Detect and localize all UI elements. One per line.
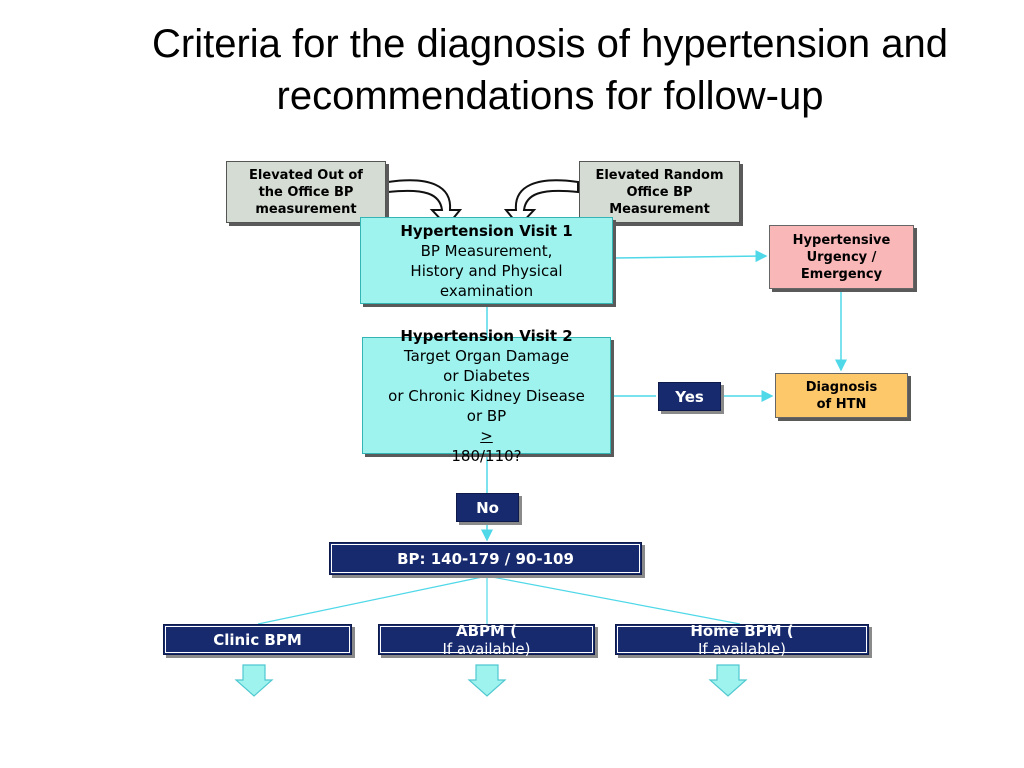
bp-range-text: BP: 140-179 / 90-109 bbox=[397, 549, 574, 568]
visit2-line-3: or Chronic Kidney Disease bbox=[388, 386, 585, 405]
title-line-2: recommendations for follow-up bbox=[276, 74, 824, 118]
slide-title: Criteria for the diagnosis of hypertensi… bbox=[60, 18, 1024, 122]
no-text: No bbox=[476, 498, 499, 517]
box-abpm: ABPM (If available) bbox=[378, 622, 595, 658]
box-hypertension-visit-1: Hypertension Visit 1 BP Measurement, His… bbox=[360, 217, 613, 304]
random-office-line-1: Elevated Random bbox=[595, 167, 724, 183]
out-office-line-1: Elevated Out of bbox=[249, 167, 363, 183]
yes-text: Yes bbox=[675, 387, 704, 406]
visit2-gte-symbol: > bbox=[480, 426, 493, 445]
clinic-bpm-text: Clinic BPM bbox=[213, 630, 302, 649]
visit1-line-1: BP Measurement, bbox=[420, 241, 553, 260]
no-label: No bbox=[456, 493, 519, 522]
connector-visit1-urgency bbox=[613, 250, 768, 263]
visit2-line-4: or BP >180/110? bbox=[451, 406, 521, 466]
title-line-1: Criteria for the diagnosis of hypertensi… bbox=[151, 22, 948, 66]
urgency-line-2: Urgency / bbox=[806, 249, 877, 265]
abpm-text: ABPM (If available) bbox=[442, 622, 530, 658]
connector-bp-home bbox=[486, 575, 741, 625]
box-home-bpm: Home BPM (If available) bbox=[615, 622, 869, 658]
visit1-heading: Hypertension Visit 1 bbox=[400, 221, 573, 240]
box-clinic-bpm: Clinic BPM bbox=[163, 624, 352, 655]
visit1-line-2: History and Physical bbox=[410, 261, 563, 280]
out-office-line-3: measurement bbox=[255, 201, 357, 217]
box-diagnosis-of-htn: Diagnosis of HTN bbox=[775, 373, 908, 418]
down-arrow-home bbox=[708, 664, 748, 697]
visit2-heading: Hypertension Visit 2 bbox=[400, 326, 573, 345]
diagnosis-line-1: Diagnosis bbox=[805, 379, 878, 395]
box-bp-range: BP: 140-179 / 90-109 bbox=[329, 542, 642, 575]
visit2-line-2: or Diabetes bbox=[443, 366, 530, 385]
yes-label: Yes bbox=[658, 382, 721, 411]
box-elevated-out-of-office: Elevated Out of the Office BP measuremen… bbox=[226, 161, 386, 223]
random-office-line-3: Measurement bbox=[609, 201, 710, 217]
visit2-bp-threshold: 180/110? bbox=[451, 446, 522, 465]
connector-bp-clinic bbox=[257, 575, 488, 625]
random-office-line-2: Office BP bbox=[626, 184, 693, 200]
out-office-line-2: the Office BP bbox=[258, 184, 354, 200]
urgency-line-1: Hypertensive bbox=[792, 232, 891, 248]
box-hypertensive-urgency: Hypertensive Urgency / Emergency bbox=[769, 225, 914, 289]
abpm-bold: ABPM ( bbox=[455, 621, 518, 640]
home-bpm-text: Home BPM (If available) bbox=[690, 622, 793, 658]
visit2-bp-prefix: or BP bbox=[466, 406, 507, 425]
diagnosis-line-2: of HTN bbox=[816, 396, 867, 412]
box-elevated-random-office: Elevated Random Office BP Measurement bbox=[579, 161, 740, 223]
visit1-line-3: examination bbox=[439, 281, 534, 300]
home-bpm-bold: Home BPM ( bbox=[690, 621, 794, 640]
visit2-line-1: Target Organ Damage bbox=[403, 346, 570, 365]
down-arrow-clinic bbox=[234, 664, 274, 697]
urgency-line-3: Emergency bbox=[800, 266, 883, 282]
down-arrow-abpm bbox=[467, 664, 507, 697]
home-bpm-note: If available) bbox=[697, 639, 786, 658]
abpm-note: If available) bbox=[442, 639, 531, 658]
box-hypertension-visit-2: Hypertension Visit 2 Target Organ Damage… bbox=[362, 327, 611, 465]
